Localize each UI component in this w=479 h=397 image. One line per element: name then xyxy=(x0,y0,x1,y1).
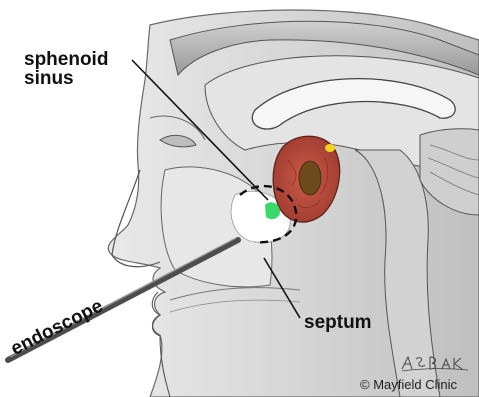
tumor-core xyxy=(299,161,321,195)
pituitary-gland xyxy=(325,144,335,152)
copyright-notice: © Mayfield Clinic xyxy=(360,378,457,391)
label-septum: septum xyxy=(304,313,372,332)
label-sphenoid-sinus: sphenoid sinus xyxy=(24,50,144,89)
artist-signature xyxy=(398,353,470,373)
